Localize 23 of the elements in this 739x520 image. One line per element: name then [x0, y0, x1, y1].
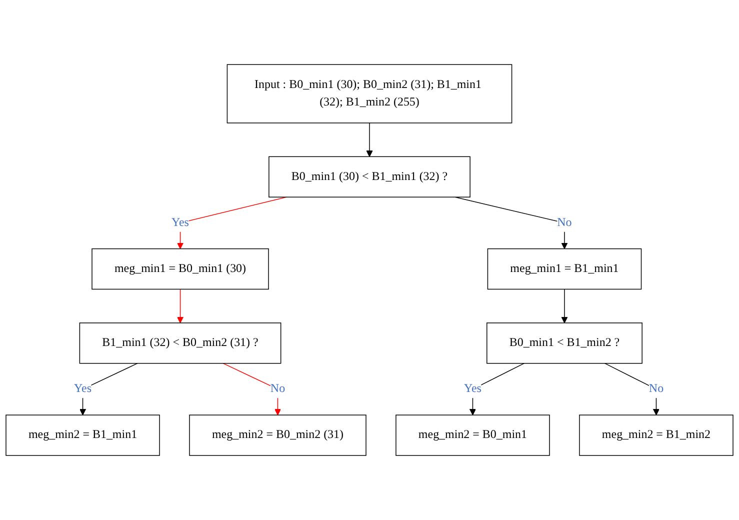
edge-label: Yes — [172, 216, 189, 229]
node-box: meg_min2 = B0_min2 (31) — [189, 414, 366, 456]
arrow — [561, 288, 568, 324]
node-box: meg_min2 = B1_min1 — [6, 414, 160, 456]
node-box: meg_min1 = B1_min1 — [487, 248, 642, 290]
node-box: meg_min2 = B1_min2 — [579, 414, 734, 456]
arrow — [222, 362, 282, 416]
edge-label: No — [557, 216, 572, 229]
arrow — [604, 362, 660, 416]
arrow — [176, 196, 287, 250]
node-box: B0_min1 (30) < B1_min1 (32) ? — [268, 156, 470, 198]
arrow — [366, 122, 373, 157]
edge-label: Yes — [464, 382, 482, 396]
node-box: B0_min1 < B1_min2 ? — [486, 322, 642, 364]
node-box: B1_min1 (32) < B0_min2 (31) ? — [79, 322, 282, 364]
node-box: Input : B0_min1 (30); B0_min2 (31); B1_min1 (32); B1_min2 (255) — [226, 64, 512, 124]
edge-label: Yes — [74, 382, 92, 396]
arrow — [454, 196, 568, 250]
edge-label: No — [270, 382, 286, 396]
arrow — [176, 288, 184, 324]
node-box: meg_min1 = B0_min1 (30) — [92, 248, 269, 290]
edge-label: No — [648, 382, 664, 396]
node-box: meg_min2 = B0_min1 — [396, 414, 550, 456]
